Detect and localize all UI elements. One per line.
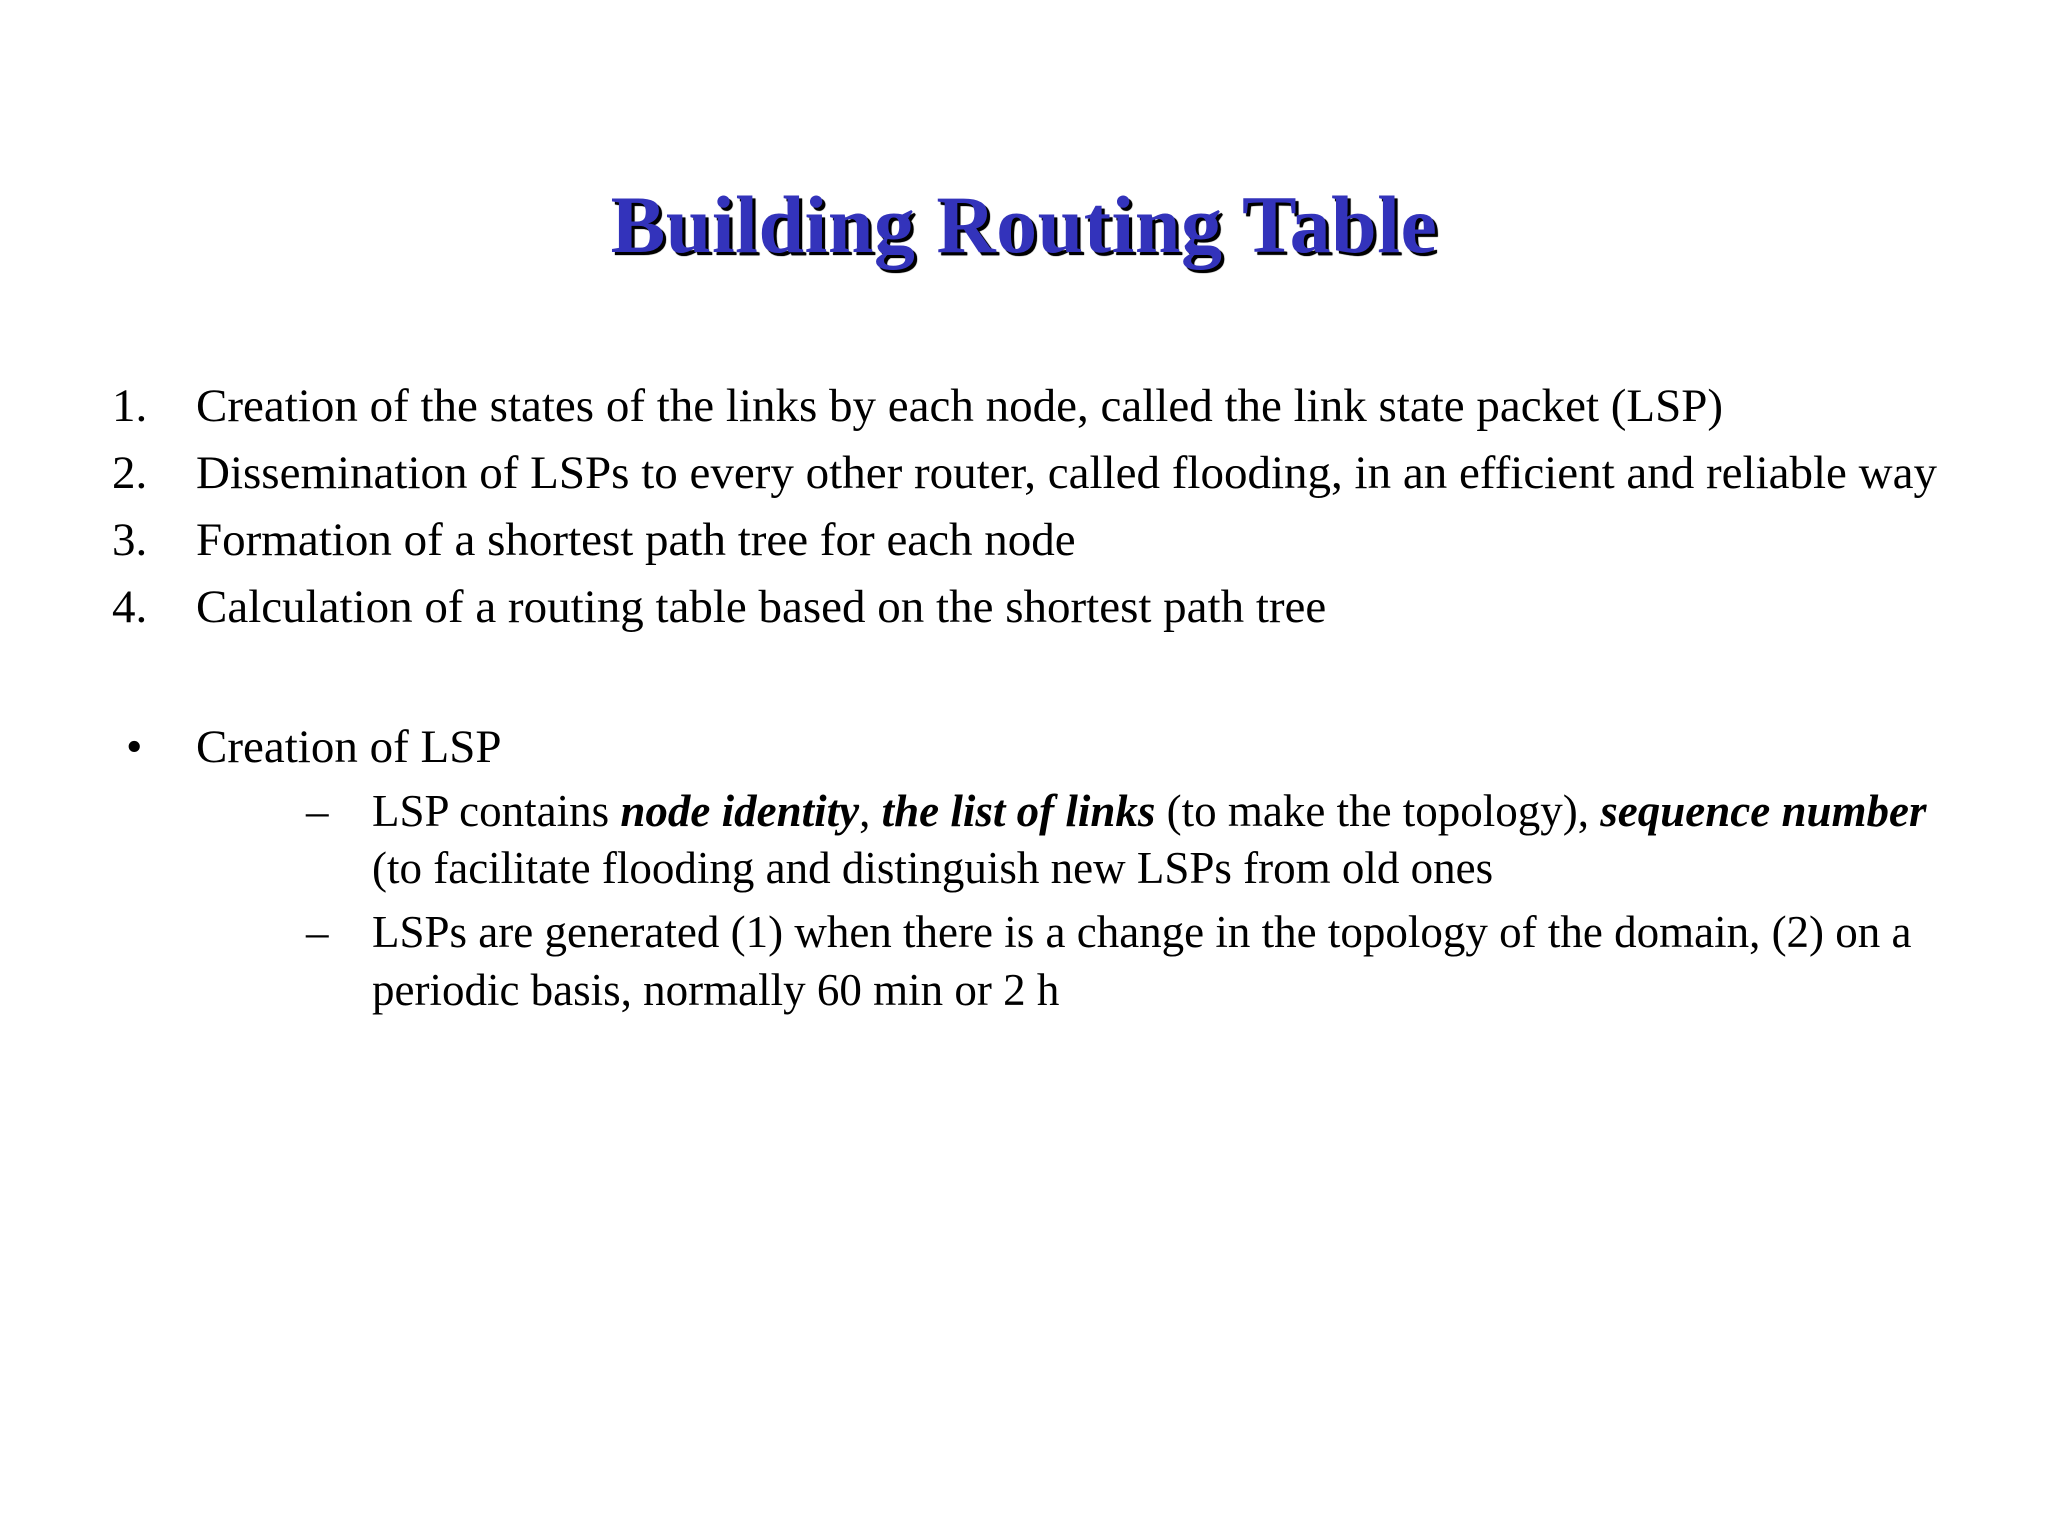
list-item: 2. Dissemination of LSPs to every other … <box>112 443 1972 503</box>
list-marker: 2. <box>112 447 148 500</box>
list-item-text: Dissemination of LSPs to every other rou… <box>196 447 1937 500</box>
dash-icon: – <box>306 906 329 957</box>
sub-bullet-text: LSP contains node identity, the list of … <box>372 783 1972 898</box>
bullet-list: • Creation of LSP – LSP contains node id… <box>112 717 1972 1020</box>
text-run: (to facilitate flooding and distinguish … <box>372 843 1494 894</box>
text-run: , <box>859 785 882 836</box>
text-run: LSPs are generated (1) when there is a c… <box>372 906 1912 1015</box>
dash-icon: – <box>306 785 329 836</box>
bullet-dot-icon: • <box>126 720 143 773</box>
list-item: • Creation of LSP – LSP contains node id… <box>112 717 1972 1020</box>
section-spacer <box>112 645 1972 717</box>
text-run: node identity <box>620 785 860 836</box>
list-item: – LSP contains node identity, the list o… <box>306 783 1972 898</box>
page-title: Building Routing Table <box>610 178 1438 270</box>
text-run: sequence number <box>1600 785 1927 836</box>
numbered-list: 1. Creation of the states of the links b… <box>112 376 1972 638</box>
list-item-text: Formation of a shortest path tree for ea… <box>196 514 1076 567</box>
sub-bullet-list: – LSP contains node identity, the list o… <box>196 783 1972 1019</box>
list-item: 3. Formation of a shortest path tree for… <box>112 510 1972 570</box>
sub-bullet-text: LSPs are generated (1) when there is a c… <box>372 904 1972 1019</box>
text-run: LSP contains <box>372 785 621 836</box>
list-marker: 1. <box>112 380 148 432</box>
list-item-text: Creation of the states of the links by e… <box>196 380 1724 432</box>
slide-body: 1. Creation of the states of the links b… <box>112 376 1972 1025</box>
bullet-heading-text: Creation of LSP <box>196 720 502 773</box>
list-marker: 3. <box>112 514 148 567</box>
list-item: 4. Calculation of a routing table based … <box>112 577 1972 637</box>
text-run: (to make the topology), <box>1155 785 1601 836</box>
list-item: 1. Creation of the states of the links b… <box>112 376 1972 436</box>
list-item: – LSPs are generated (1) when there is a… <box>306 904 1972 1019</box>
title-block: Building Routing Table <box>0 128 2048 322</box>
text-run: the list of links <box>881 785 1156 836</box>
list-marker: 4. <box>112 581 148 634</box>
list-item-text: Calculation of a routing table based on … <box>196 581 1327 634</box>
